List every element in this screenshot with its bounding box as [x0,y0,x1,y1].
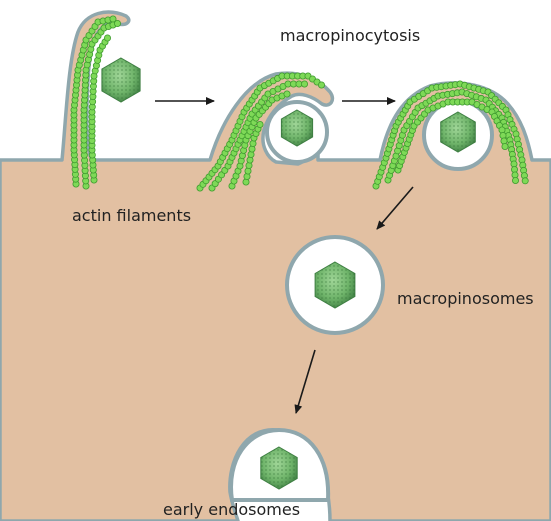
macropinosomes-label: macropinosomes [397,289,534,308]
particle-icon [102,58,140,102]
diagram-title: macropinocytosis [280,26,420,45]
early-endosomes-label: early endosomes [163,500,300,519]
actin-filaments-label: actin filaments [72,206,191,225]
